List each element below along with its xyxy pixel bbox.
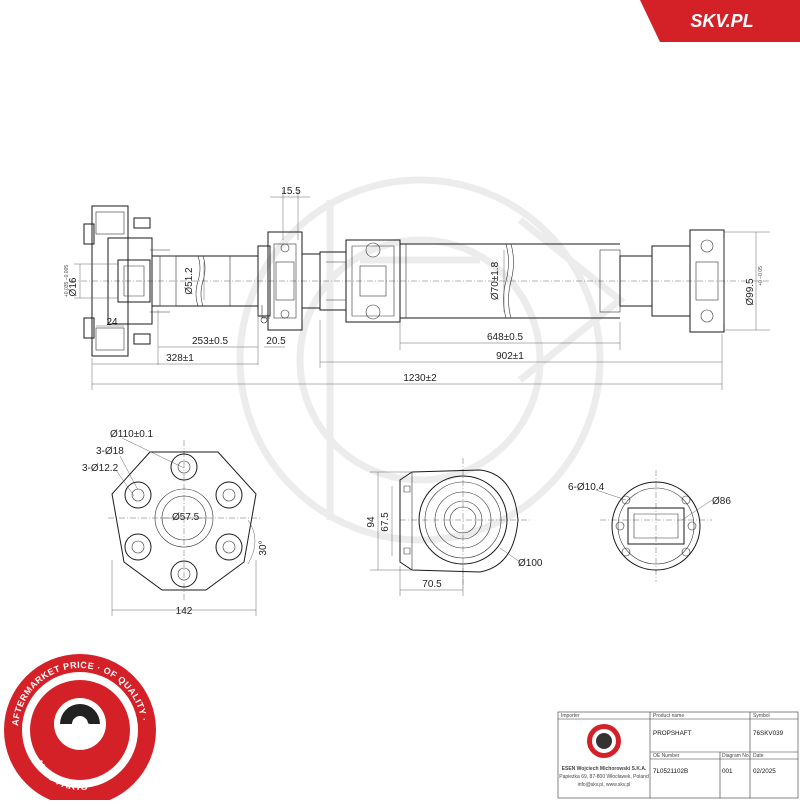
product-label: Product name [653, 713, 684, 719]
dia-70: Ø70±1.8 [490, 261, 501, 300]
dia-57-5: Ø57.5 [172, 512, 200, 523]
dia-16-tolerance: +0.035 −0.005 [64, 265, 70, 297]
dim-15-5: 15.5 [281, 186, 301, 197]
dim-328: 328±1 [166, 353, 194, 364]
width-70-5: 70.5 [422, 579, 442, 590]
symbol-label: Symbol [753, 713, 770, 719]
dia-99-5-tolerance: +0 −0.05 [758, 266, 764, 286]
height-67-5: 67.5 [380, 512, 391, 532]
dia-99-5: Ø99.5 [745, 278, 756, 306]
center-bearing-view [399, 458, 530, 588]
dim-20-5: 20.5 [266, 336, 286, 347]
brand-site-text: SKV.PL [690, 11, 753, 31]
date-label: Date [753, 753, 764, 759]
angle-30: 30° [258, 540, 269, 555]
dim-902: 902±1 [496, 351, 524, 362]
height-94: 94 [366, 516, 377, 528]
product-name: PROPSHAFT [653, 730, 692, 737]
flange-view-dimensions: Ø110±0.1 3-Ø18 3-Ø12.2 Ø57.5 30° 142 [82, 429, 269, 617]
company-address: Papieżka 69, 87-800 Włocławek, Poland [559, 774, 649, 780]
dim-648: 648±0.5 [487, 332, 524, 343]
symbol-value: 76SKV039 [753, 730, 784, 737]
oe-number: 7L0521102B [653, 768, 688, 775]
dia-110: Ø110±0.1 [110, 429, 154, 440]
dim-253: 253±0.5 [192, 336, 229, 347]
holes-10-4: 6-Ø10.4 [568, 482, 605, 493]
end-view-dimensions: 6-Ø10.4 Ø86 [568, 482, 731, 521]
skv-quality-seal-logo: AFTERMARKET PRICE · OF QUALITY · SKV AUT… [4, 654, 156, 805]
diagram-label: Diagram No. [722, 753, 750, 759]
company-email: info@skv.pl, www.skv.pl [578, 782, 631, 788]
oe-label: OE Number [653, 753, 680, 759]
seal-center-text: SKV [71, 722, 90, 732]
dim-24: 24 [106, 317, 118, 328]
title-block: Importer Product name Symbol PROPSHAFT 7… [557, 711, 799, 799]
brand-badge[interactable]: SKV.PL [640, 0, 800, 42]
side-view-dimensions: 15.5 24 253±0.5 20.5 328±1 648±0.5 902±1… [64, 186, 770, 390]
diagram-number: 001 [722, 768, 733, 775]
bearing-view-dimensions: 94 67.5 70.5 Ø100 [366, 471, 543, 596]
date-value: 02/2025 [753, 768, 776, 775]
holes-18: 3-Ø18 [96, 446, 124, 457]
dia-16: Ø16 [68, 277, 79, 296]
dia-51: Ø51.2 [184, 267, 195, 295]
dia-86: Ø86 [712, 496, 731, 507]
dia-100: Ø100 [518, 558, 543, 569]
title-block-logo [587, 724, 621, 758]
company-name: ESEN Wojciech Michorowski S.K.A. [562, 766, 647, 772]
holes-12: 3-Ø12.2 [82, 463, 119, 474]
width-142: 142 [176, 606, 193, 617]
watermark-emblem [236, 176, 626, 544]
dim-1230: 1230±2 [403, 373, 437, 384]
propshaft-side-view [70, 205, 770, 357]
importer-label: Importer [561, 713, 580, 719]
yoke-end-view [600, 470, 712, 582]
